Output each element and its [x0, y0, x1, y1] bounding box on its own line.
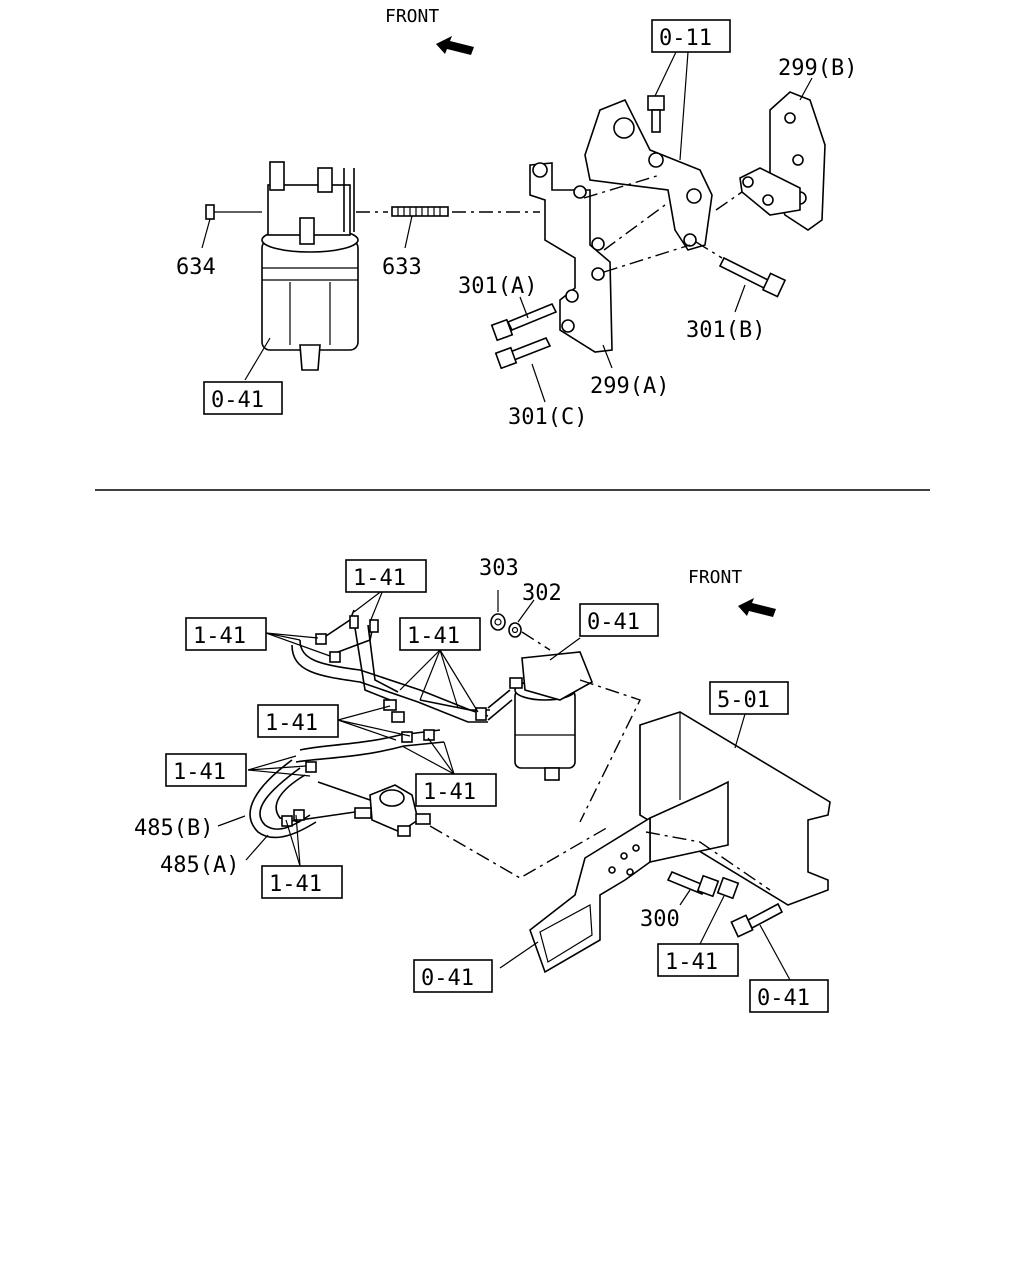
label-0-41-top: 0-41	[211, 388, 264, 413]
front-arrow-icon	[436, 36, 474, 55]
plug-634-icon	[205, 204, 215, 220]
ref-box-1-41-bolt	[657, 943, 739, 977]
bolt-1-41-icon	[716, 876, 740, 900]
label-0-41-bracket: 0-41	[421, 966, 474, 991]
label-0-41-bolt: 0-41	[757, 986, 810, 1011]
label-303: 303	[479, 556, 519, 581]
ref-box-1-41-bottom	[261, 865, 343, 899]
fuel-filter-top	[261, 161, 359, 371]
bolt-301b-icon	[718, 256, 787, 298]
label-301c: 301(C)	[508, 405, 587, 430]
label-485a: 485(A)	[160, 853, 239, 878]
ref-box-0-41-bracket	[413, 959, 493, 993]
label-0-41-filter: 0-41	[587, 610, 640, 635]
label-301b: 301(B)	[686, 318, 765, 343]
bolt-0-41-icon	[730, 902, 784, 938]
ref-box-1-41-top	[345, 559, 427, 593]
ref-box-1-41-left-mid	[257, 704, 339, 738]
bracket-299b	[739, 91, 826, 231]
priming-pump	[354, 784, 431, 837]
ref-box-0-41-top	[203, 381, 283, 415]
ref-box-0-41-filter	[579, 603, 659, 637]
frame-rail	[639, 711, 831, 906]
engine-bracket	[584, 98, 713, 251]
label-1-41-bolt: 1-41	[665, 950, 718, 975]
label-1-41-center: 1-41	[407, 624, 460, 649]
washer-302-icon	[508, 622, 522, 638]
bolt-301c-icon	[494, 336, 552, 370]
stud-633-icon	[391, 206, 449, 217]
label-1-41-top: 1-41	[353, 566, 406, 591]
bottom-view: FRONT	[134, 556, 831, 1013]
label-485b: 485(B)	[134, 816, 213, 841]
label-1-41-bottom: 1-41	[269, 872, 322, 897]
fuel-filter-bottom	[509, 651, 594, 781]
ref-box-1-41-left-low	[165, 753, 247, 787]
label-5-01: 5-01	[717, 688, 770, 713]
label-301a: 301(A)	[458, 274, 537, 299]
bolt-300-icon	[666, 870, 720, 898]
label-300: 300	[640, 907, 680, 932]
nut-303-icon	[490, 613, 506, 631]
label-1-41-left-low: 1-41	[173, 760, 226, 785]
mounting-bracket	[529, 780, 729, 974]
ref-box-5-01	[709, 681, 789, 715]
front-label-bottom: FRONT	[688, 567, 742, 588]
label-1-41-right-mid: 1-41	[423, 780, 476, 805]
top-view: FRONT	[176, 6, 857, 430]
front-arrow-icon	[738, 598, 776, 617]
bolt-0-11-icon	[647, 95, 665, 133]
label-299b: 299(B)	[778, 56, 857, 81]
label-633: 633	[382, 255, 422, 280]
label-299a: 299(A)	[590, 374, 669, 399]
hose-clamps	[281, 615, 487, 827]
bolt-301a-icon	[490, 302, 558, 342]
front-label-top: FRONT	[385, 6, 439, 27]
bracket-299a	[529, 162, 613, 353]
ref-box-1-41-right-mid	[415, 773, 497, 807]
label-0-11: 0-11	[659, 26, 712, 51]
label-302: 302	[522, 581, 562, 606]
ref-box-1-41-center	[399, 617, 481, 651]
ref-box-0-11	[651, 19, 731, 53]
label-634: 634	[176, 255, 216, 280]
label-1-41-left-upper: 1-41	[193, 624, 246, 649]
ref-box-0-41-bolt	[749, 979, 829, 1013]
label-1-41-left-mid: 1-41	[265, 711, 318, 736]
ref-box-1-41-left-upper	[185, 617, 267, 651]
